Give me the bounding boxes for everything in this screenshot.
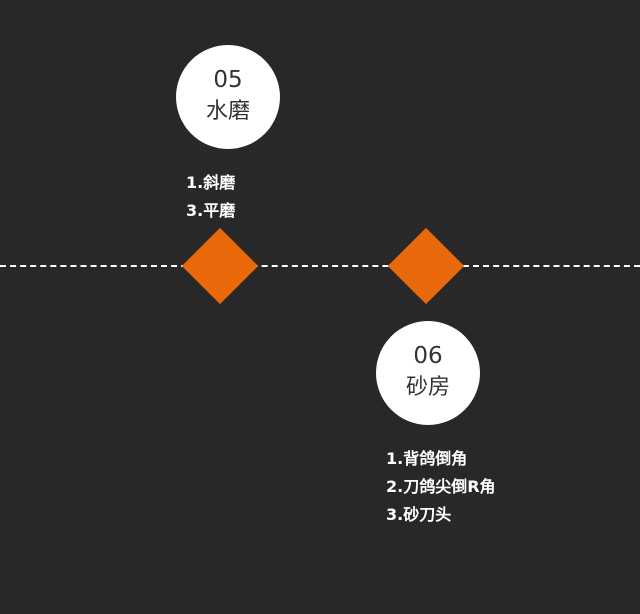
step-items-05: 1.斜磨 3.平磨 xyxy=(186,169,235,225)
timeline-marker-06 xyxy=(387,227,465,305)
step-name: 水磨 xyxy=(205,99,250,124)
list-item: 3.砂刀头 xyxy=(386,505,452,524)
step-number: 06 xyxy=(413,343,443,369)
list-item: 1.斜磨 xyxy=(186,173,236,192)
step-name: 砂房 xyxy=(405,375,450,400)
timeline-dashed-line xyxy=(0,265,640,267)
timeline-marker-05 xyxy=(181,227,259,305)
step-badge-06: 06 砂房 xyxy=(376,321,480,425)
step-badge-05: 05 水磨 xyxy=(176,45,280,149)
step-number: 05 xyxy=(213,67,243,93)
list-item: 2.刀鸽尖倒R角 xyxy=(386,477,496,496)
list-item: 3.平磨 xyxy=(186,201,236,220)
step-items-06: 1.背鸽倒角 2.刀鸽尖倒R角 3.砂刀头 xyxy=(386,445,496,529)
list-item: 1.背鸽倒角 xyxy=(386,449,468,468)
